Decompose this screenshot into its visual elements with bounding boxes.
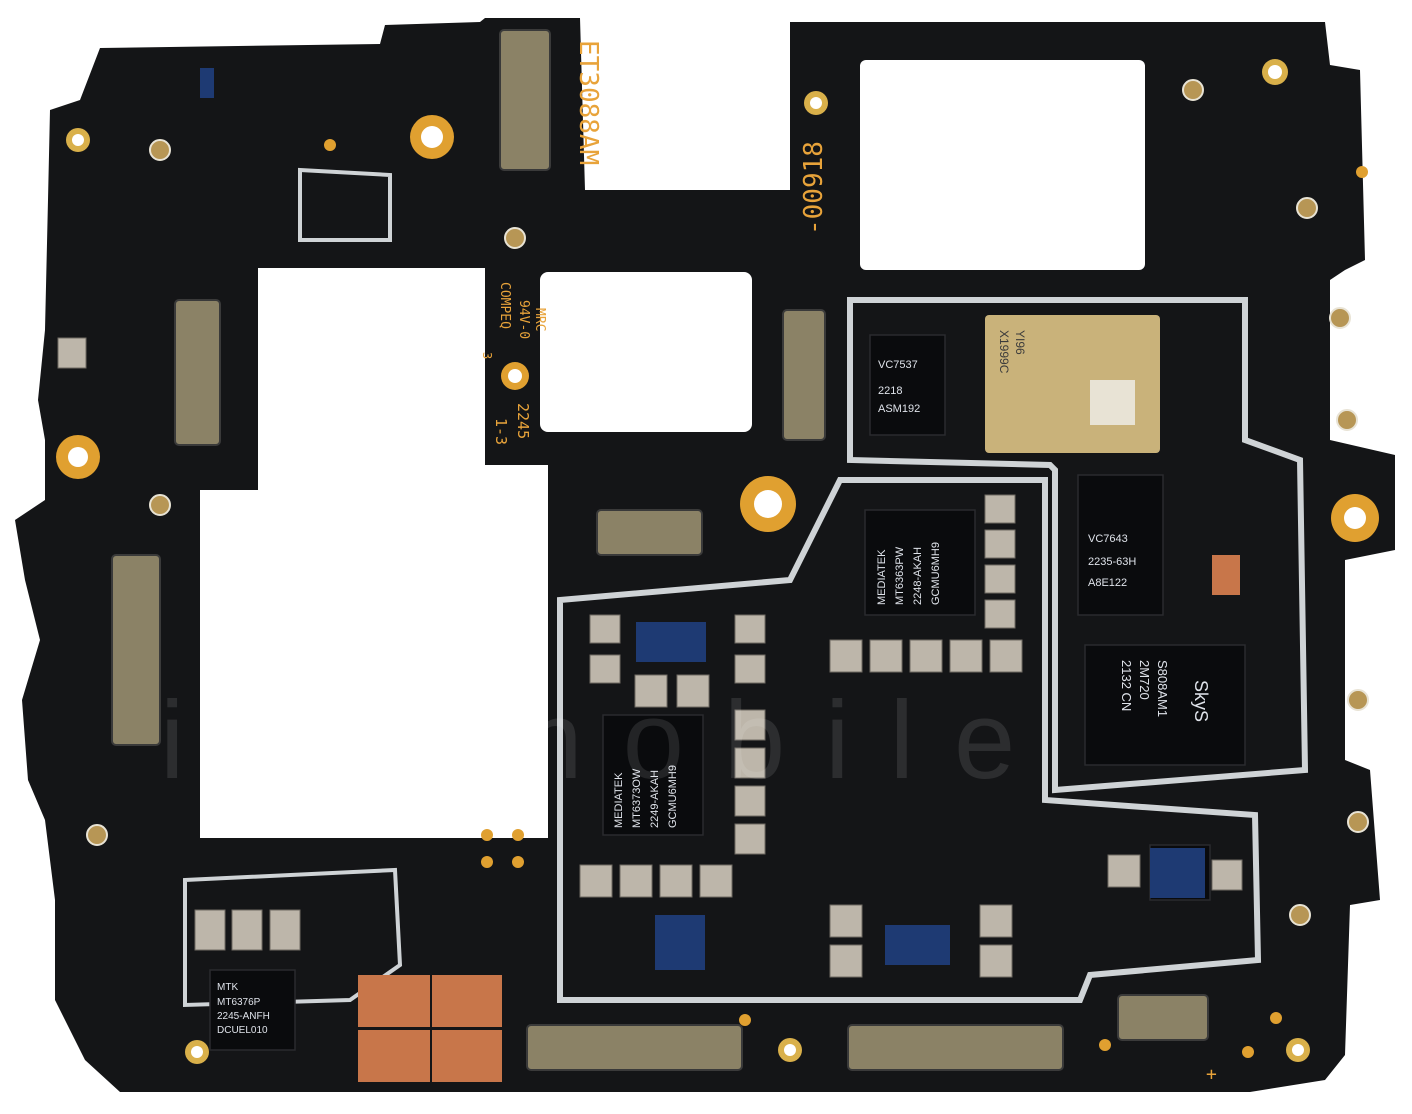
svg-text:2M720: 2M720 <box>1137 660 1152 700</box>
svg-text:MEDIATEK: MEDIATEK <box>613 772 625 828</box>
chip-vc7537-marking: VC7537 2218 ASM192 <box>878 359 920 415</box>
silk-revision: 1-3 <box>492 418 510 445</box>
chip-mediatek-mid-marking: MEDIATEK MT6373OW 2249-AKAH GCMU6MH9 <box>613 765 679 828</box>
shield-frame-top-left <box>298 167 392 242</box>
mounting-holes <box>56 59 1379 1064</box>
chip-vc7643-marking: VC7643 2235-63H A8E122 <box>1088 533 1136 589</box>
svg-text:VC7643: VC7643 <box>1088 533 1128 545</box>
ic-packages <box>209 334 1246 1051</box>
silk-part-number: -00918 <box>799 141 829 235</box>
shield-frame-main <box>557 477 1262 1003</box>
copper-pads <box>358 555 1240 1082</box>
svg-text:2132 CN: 2132 CN <box>1119 660 1134 711</box>
silk-layer-mark: 3 <box>480 352 494 359</box>
silk-maker-label: COMPEQ <box>497 282 512 329</box>
svg-text:VC7537: VC7537 <box>878 359 918 371</box>
silk-mrc-label: MRC <box>532 308 547 331</box>
svg-text:2249-AKAH: 2249-AKAH <box>649 770 661 828</box>
svg-text:GCMU6MH9: GCMU6MH9 <box>667 765 679 828</box>
watermark: ictomobile <box>160 679 1055 802</box>
rf-connectors <box>86 79 1369 926</box>
chip-mediatek-top-marking: MEDIATEK MT6363PW 2248-AKAH GCMU6MH9 <box>876 542 942 605</box>
wifi-module-marking: X1999C YI96 <box>997 330 1027 374</box>
svg-text:2218: 2218 <box>878 385 902 397</box>
svg-text:2235-63H: 2235-63H <box>1088 556 1136 568</box>
cutout-center <box>540 272 752 432</box>
svg-text:MEDIATEK: MEDIATEK <box>876 549 888 605</box>
svg-text:MT6376P: MT6376P <box>217 997 261 1008</box>
svg-text:ASM192: ASM192 <box>878 403 920 415</box>
connectors <box>111 29 1209 1071</box>
svg-text:MT6363PW: MT6363PW <box>894 546 906 605</box>
cutout-left <box>200 268 548 838</box>
shield-frame-rf <box>847 297 1309 794</box>
silk-flammability-label: 94V-0 <box>516 300 531 339</box>
cutout-top-right <box>860 60 1145 270</box>
silk-plus-mark: + <box>1206 1064 1217 1085</box>
chip-mtk-marking: MTK MT6376P 2245-ANFH DCUEL010 <box>217 982 270 1036</box>
svg-text:S808AM1: S808AM1 <box>1155 660 1170 717</box>
svg-text:MTK: MTK <box>217 982 238 993</box>
chip-sky-marking: S808AM1 2M720 2132 CN SkyS <box>1119 660 1211 722</box>
sky-logo: SkyS <box>1191 680 1211 722</box>
svg-text:DCUEL010: DCUEL010 <box>217 1025 268 1036</box>
svg-text:YI96: YI96 <box>1013 330 1027 355</box>
svg-text:A8E122: A8E122 <box>1088 577 1127 589</box>
silk-date-code: 2245 <box>514 403 532 439</box>
svg-text:2245-ANFH: 2245-ANFH <box>217 1011 270 1022</box>
svg-text:MT6373OW: MT6373OW <box>631 768 643 828</box>
test-points <box>324 139 1368 1058</box>
svg-text:2248-AKAH: 2248-AKAH <box>912 547 924 605</box>
blue-chips <box>200 68 1205 970</box>
svg-text:GCMU6MH9: GCMU6MH9 <box>930 542 942 605</box>
silk-model-label: ET3088AM <box>573 40 603 165</box>
passive-components <box>57 337 1243 978</box>
svg-text:X1999C: X1999C <box>997 330 1011 374</box>
